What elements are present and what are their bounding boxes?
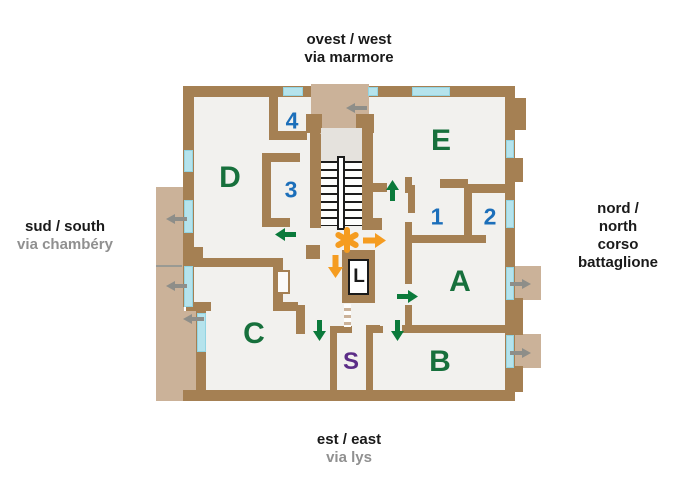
window bbox=[283, 87, 303, 96]
gray-arrow-left-icon bbox=[345, 101, 367, 119]
street-name: via chambéry bbox=[17, 236, 113, 253]
street-label-west: ovest / west via marmore bbox=[304, 31, 393, 67]
green-arrow-right-icon bbox=[397, 289, 419, 309]
roomS-wall-left bbox=[330, 326, 337, 391]
wall-c-hall-vertical bbox=[296, 305, 305, 334]
balcony-divider bbox=[156, 265, 182, 267]
exterior-wall-bottom bbox=[183, 390, 515, 401]
stair-landing bbox=[321, 128, 362, 161]
door-opening bbox=[276, 270, 290, 294]
wall-left-stub bbox=[186, 302, 211, 311]
green-arrow-up-icon bbox=[385, 179, 405, 201]
window bbox=[412, 87, 450, 96]
stairwell-wall-left bbox=[310, 128, 321, 228]
exterior-wall-right bbox=[505, 86, 515, 401]
apartment-label-d: D bbox=[219, 161, 241, 194]
gray-arrow-left-icon bbox=[165, 212, 187, 230]
stairwell-wall-left-block bbox=[306, 245, 320, 259]
exterior-wall-left-lower bbox=[196, 307, 206, 401]
roomS-stub-left bbox=[330, 326, 352, 333]
entrance-porch bbox=[311, 84, 369, 118]
roomE-wall-bottom-2 bbox=[468, 184, 506, 193]
street-direction: nord / north bbox=[597, 200, 639, 235]
roomB-wall-top-right bbox=[402, 325, 507, 333]
elevator-cab bbox=[348, 259, 369, 295]
room4-wall-left bbox=[269, 86, 278, 136]
green-arrow-down-icon bbox=[307, 320, 327, 342]
roomE-wall-bottom-1 bbox=[440, 179, 468, 188]
room-label-2: 2 bbox=[483, 203, 497, 230]
apartment-label-a: A bbox=[449, 265, 471, 298]
apartment-label-e: E bbox=[430, 124, 452, 157]
wall-pilaster-3 bbox=[513, 298, 523, 335]
green-arrow-left-icon bbox=[274, 227, 296, 247]
gray-arrow-left-icon bbox=[182, 312, 204, 330]
wall-c-hall-horizontal bbox=[273, 302, 298, 311]
window bbox=[184, 150, 193, 172]
stairwell-block-bottom bbox=[362, 218, 382, 230]
room-label-1: 1 bbox=[430, 203, 444, 230]
street-name: corso battaglione bbox=[577, 236, 658, 271]
apartment-label-b: B bbox=[429, 345, 451, 378]
apartment-label-c: C bbox=[243, 317, 265, 350]
window bbox=[184, 266, 193, 307]
orange-asterisk-icon bbox=[334, 227, 360, 253]
window bbox=[197, 313, 206, 352]
street-direction: est / east bbox=[316, 431, 382, 448]
gray-arrow-right-icon bbox=[510, 277, 532, 295]
balcony-west-lower bbox=[156, 311, 196, 401]
street-label-east: est / east via lys bbox=[317, 431, 381, 467]
room1-2-divider bbox=[464, 188, 472, 238]
orange-arrow-right-icon bbox=[363, 232, 387, 254]
room-label-3: 3 bbox=[284, 176, 298, 203]
stairwell-stub-right bbox=[373, 183, 387, 192]
orange-arrow-down-icon bbox=[322, 255, 344, 279]
roomA-wall-left bbox=[405, 222, 412, 284]
room1-2-wall-bottom bbox=[408, 235, 486, 243]
stair-handrail bbox=[337, 156, 345, 230]
room-label-4: 4 bbox=[285, 107, 299, 134]
exterior-wall-left bbox=[183, 86, 194, 307]
room3-wall-bottom bbox=[262, 218, 290, 227]
street-direction: ovest / west bbox=[306, 31, 392, 48]
wall-pilaster-1 bbox=[513, 98, 526, 130]
street-name: via lys bbox=[326, 449, 372, 466]
wall-pilaster-4 bbox=[513, 366, 523, 392]
roomS-wall-right bbox=[366, 326, 373, 391]
room3-wall-top bbox=[262, 153, 300, 162]
roomS-stub-right bbox=[366, 326, 383, 333]
balcony-west-upper bbox=[156, 187, 184, 311]
porch-pillar-left bbox=[306, 114, 322, 133]
window bbox=[368, 87, 378, 96]
service-room-label: S bbox=[342, 348, 360, 375]
dashed-passage-line bbox=[344, 304, 351, 327]
wall-pilaster-2 bbox=[513, 158, 523, 182]
elevator-label: L bbox=[353, 266, 365, 287]
gray-arrow-right-icon bbox=[510, 346, 532, 364]
street-label-north: nord / north corso battaglione bbox=[577, 200, 659, 272]
room4-wall-bottom bbox=[269, 131, 307, 140]
room1-wall-left bbox=[408, 185, 415, 213]
window bbox=[184, 200, 193, 233]
gray-arrow-left-icon bbox=[165, 279, 187, 297]
street-label-south: sud / south via chambéry bbox=[17, 218, 113, 254]
window bbox=[506, 200, 514, 228]
roomA-wall-left-lower bbox=[405, 305, 412, 325]
street-name: via marmore bbox=[304, 49, 394, 66]
room3-wall-left bbox=[262, 153, 271, 227]
wall-d-c bbox=[191, 258, 276, 267]
green-arrow-down-icon bbox=[385, 320, 405, 342]
stairwell-wall-right bbox=[362, 128, 373, 230]
street-direction: sud / south bbox=[24, 218, 105, 235]
window bbox=[506, 140, 514, 158]
